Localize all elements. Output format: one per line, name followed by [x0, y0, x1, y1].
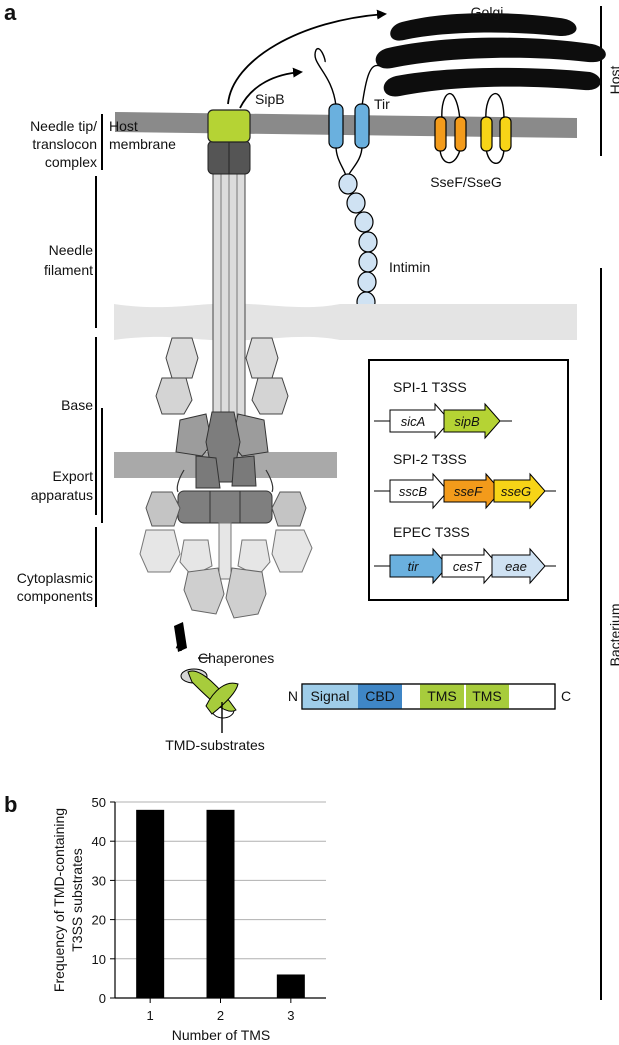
arrow-to-tir	[239, 67, 303, 109]
ssef-sseg-label: SseF/SseG	[430, 174, 502, 190]
needle-tip-label-3: complex	[45, 154, 97, 170]
host-membrane-label-1: Host	[109, 118, 138, 134]
chart-y-tick-label: 50	[92, 795, 106, 810]
chart-y-axis-title-line2: T3SS substrates	[69, 848, 85, 952]
panel-b-letter: b	[4, 792, 17, 817]
panel-a-letter: a	[4, 0, 17, 25]
sseg-loop	[485, 93, 505, 121]
base-label: Base	[61, 397, 93, 413]
tms-frequency-chart: 0 10 20 30 40 50 1 2 3 Number of TMS Frequency …	[51, 795, 326, 1043]
eae-gene-arrow	[491, 547, 546, 585]
chart-x-tick-label: 1	[147, 1008, 154, 1023]
signal-label: Signal	[311, 688, 350, 704]
cest-gene-label: cesT	[453, 559, 482, 574]
export-apparatus-label-1: Export	[53, 468, 94, 484]
intimin-chain	[338, 173, 378, 313]
sscb-gene-label: sscB	[399, 484, 428, 499]
sscb-gene-arrow	[389, 472, 449, 510]
cytoplasmic-label-2: components	[17, 588, 93, 604]
sipb-gene-label: sipB	[454, 414, 480, 429]
sica-gene-arrow	[389, 402, 451, 440]
chart-y-axis-title-line1: Frequency of TMD-containing	[51, 808, 67, 992]
tir-label: Tir	[374, 96, 390, 112]
sseg-gene-arrow	[493, 472, 546, 510]
ssef-helix-2	[454, 116, 467, 152]
tms-label-2: TMS	[472, 688, 502, 704]
tir-gene-arrow	[389, 547, 449, 585]
tmd-substrates-label: TMD-substrates	[165, 737, 265, 753]
sipb-label: SipB	[255, 91, 285, 107]
needle-tip-label-2: translocon	[32, 136, 97, 152]
chaperones-label: Chaperones	[198, 650, 274, 666]
tms-label-1: TMS	[427, 688, 457, 704]
n-terminus-label: N	[288, 688, 298, 704]
sipb-gene-arrow	[443, 402, 501, 440]
cytoplasmic-label-1: Cytoplasmic	[17, 570, 93, 586]
t3ss-apparatus	[139, 171, 313, 619]
host-label: Host	[607, 66, 619, 95]
chart-bars	[136, 809, 305, 998]
sseg-helix-2	[499, 116, 512, 152]
chart-bar-3	[276, 974, 305, 998]
ssef-sseg-lower-loops	[439, 147, 505, 164]
ssef-helix-1	[434, 116, 447, 152]
signal-domain	[302, 684, 358, 709]
chart-y-tick-label: 0	[99, 991, 106, 1006]
tir-gene-label: tir	[408, 559, 420, 574]
sica-gene-label: sicA	[401, 414, 426, 429]
tir-helix-1	[328, 103, 344, 149]
export-apparatus-label-2: apparatus	[31, 487, 93, 503]
chart-y-tick-label: 40	[92, 834, 106, 849]
tir-helix-2	[354, 103, 370, 149]
needle-filament-label-1: Needle	[49, 242, 94, 258]
sseg-gene-label: sseG	[501, 484, 531, 499]
chart-y-tick-label: 30	[92, 873, 106, 888]
chart-y-tick-label: 10	[92, 952, 106, 967]
tir-loop-left	[314, 48, 337, 107]
outer-membrane	[114, 303, 577, 341]
needle-tip-label-1: Needle tip/	[30, 118, 97, 134]
tms-domain-1	[420, 684, 464, 709]
intimin-label: Intimin	[389, 259, 430, 275]
spi2-title: SPI-2 T3SS	[393, 451, 467, 467]
chaperone-substrate-complex	[180, 668, 239, 719]
cbd-domain	[358, 684, 402, 709]
c-terminus-label: C	[561, 688, 571, 704]
sipb-translocon	[207, 109, 251, 143]
chart-bar-2	[206, 809, 235, 998]
chart-x-tick-label: 2	[217, 1008, 224, 1023]
chart-y-tick-label: 20	[92, 913, 106, 928]
golgi-stack	[375, 13, 606, 97]
eae-gene-label: eae	[505, 559, 527, 574]
ssef-loop	[441, 93, 461, 121]
tir-cytosolic-loop	[335, 145, 363, 177]
epec-title: EPEC T3SS	[393, 524, 470, 540]
golgi-label: Golgi	[471, 4, 504, 20]
chart-x-ticks: 1 2 3	[147, 998, 294, 1023]
spi1-title: SPI-1 T3SS	[393, 379, 467, 395]
chart-bar-1	[136, 809, 165, 998]
ssef-gene-label: sseF	[454, 484, 483, 499]
chart-y-ticks: 0 10 20 30 40 50	[92, 795, 115, 1006]
host-membrane-label-2: membrane	[109, 136, 176, 152]
chart-x-tick-label: 3	[287, 1008, 294, 1023]
sseg-helix-1	[480, 116, 493, 152]
tms-domain-2	[466, 684, 509, 709]
cbd-label: CBD	[365, 688, 395, 704]
chart-x-axis-title: Number of TMS	[172, 1027, 271, 1043]
needle-filament-label-2: filament	[44, 262, 93, 278]
bacterium-label: Bacterium	[607, 603, 619, 666]
substrate-export-arrow	[175, 638, 186, 652]
arrow-to-golgi	[227, 9, 387, 105]
tir-loop-right	[361, 64, 381, 107]
